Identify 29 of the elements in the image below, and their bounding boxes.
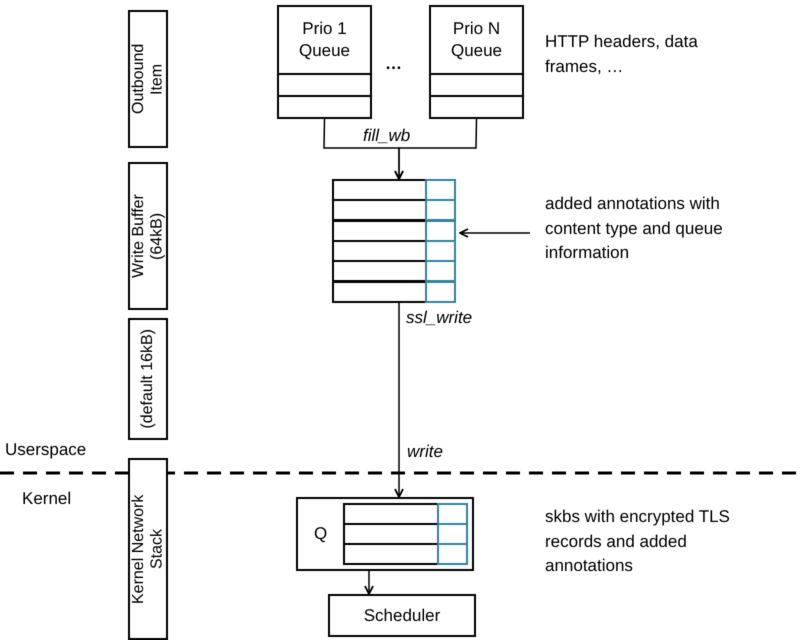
layer-label: Kernel Network Stack xyxy=(130,494,166,604)
annotation-note: added annotations with content type and queue information xyxy=(545,192,740,266)
scheduler-box xyxy=(328,594,476,637)
text-label: Userspace xyxy=(5,439,86,461)
text-label: Kernel xyxy=(22,488,72,510)
priority-queue xyxy=(429,5,524,119)
scheduler-label: Scheduler xyxy=(364,606,440,626)
write-buffer xyxy=(332,179,454,303)
edge-label: ssl_write xyxy=(404,308,474,328)
layer-box xyxy=(128,162,168,310)
layer-box xyxy=(128,458,168,640)
layer-label: Outbound Item xyxy=(130,42,166,116)
queue-label: Prio 1 Queue xyxy=(298,18,352,62)
queue-box xyxy=(296,497,474,571)
queue-label: Prio N Queue xyxy=(450,18,504,62)
priority-queue xyxy=(277,5,372,119)
edge-label: fill_wb xyxy=(361,126,412,146)
arrow xyxy=(364,571,374,595)
queue-label: Q xyxy=(314,524,328,544)
layer-label: Write Buffer (64kB) xyxy=(130,193,166,280)
text-label: HTTP headers, data frames, … xyxy=(545,31,699,78)
layer-box xyxy=(128,318,168,440)
arrow xyxy=(459,228,530,238)
arrow xyxy=(394,303,404,498)
text-label: skbs with encrypted TLS records and added annotations xyxy=(545,506,731,578)
arrow xyxy=(394,118,478,180)
layer-label: (default 16kB) xyxy=(138,329,157,429)
text-label: … xyxy=(385,53,402,75)
layer-box xyxy=(128,10,168,148)
